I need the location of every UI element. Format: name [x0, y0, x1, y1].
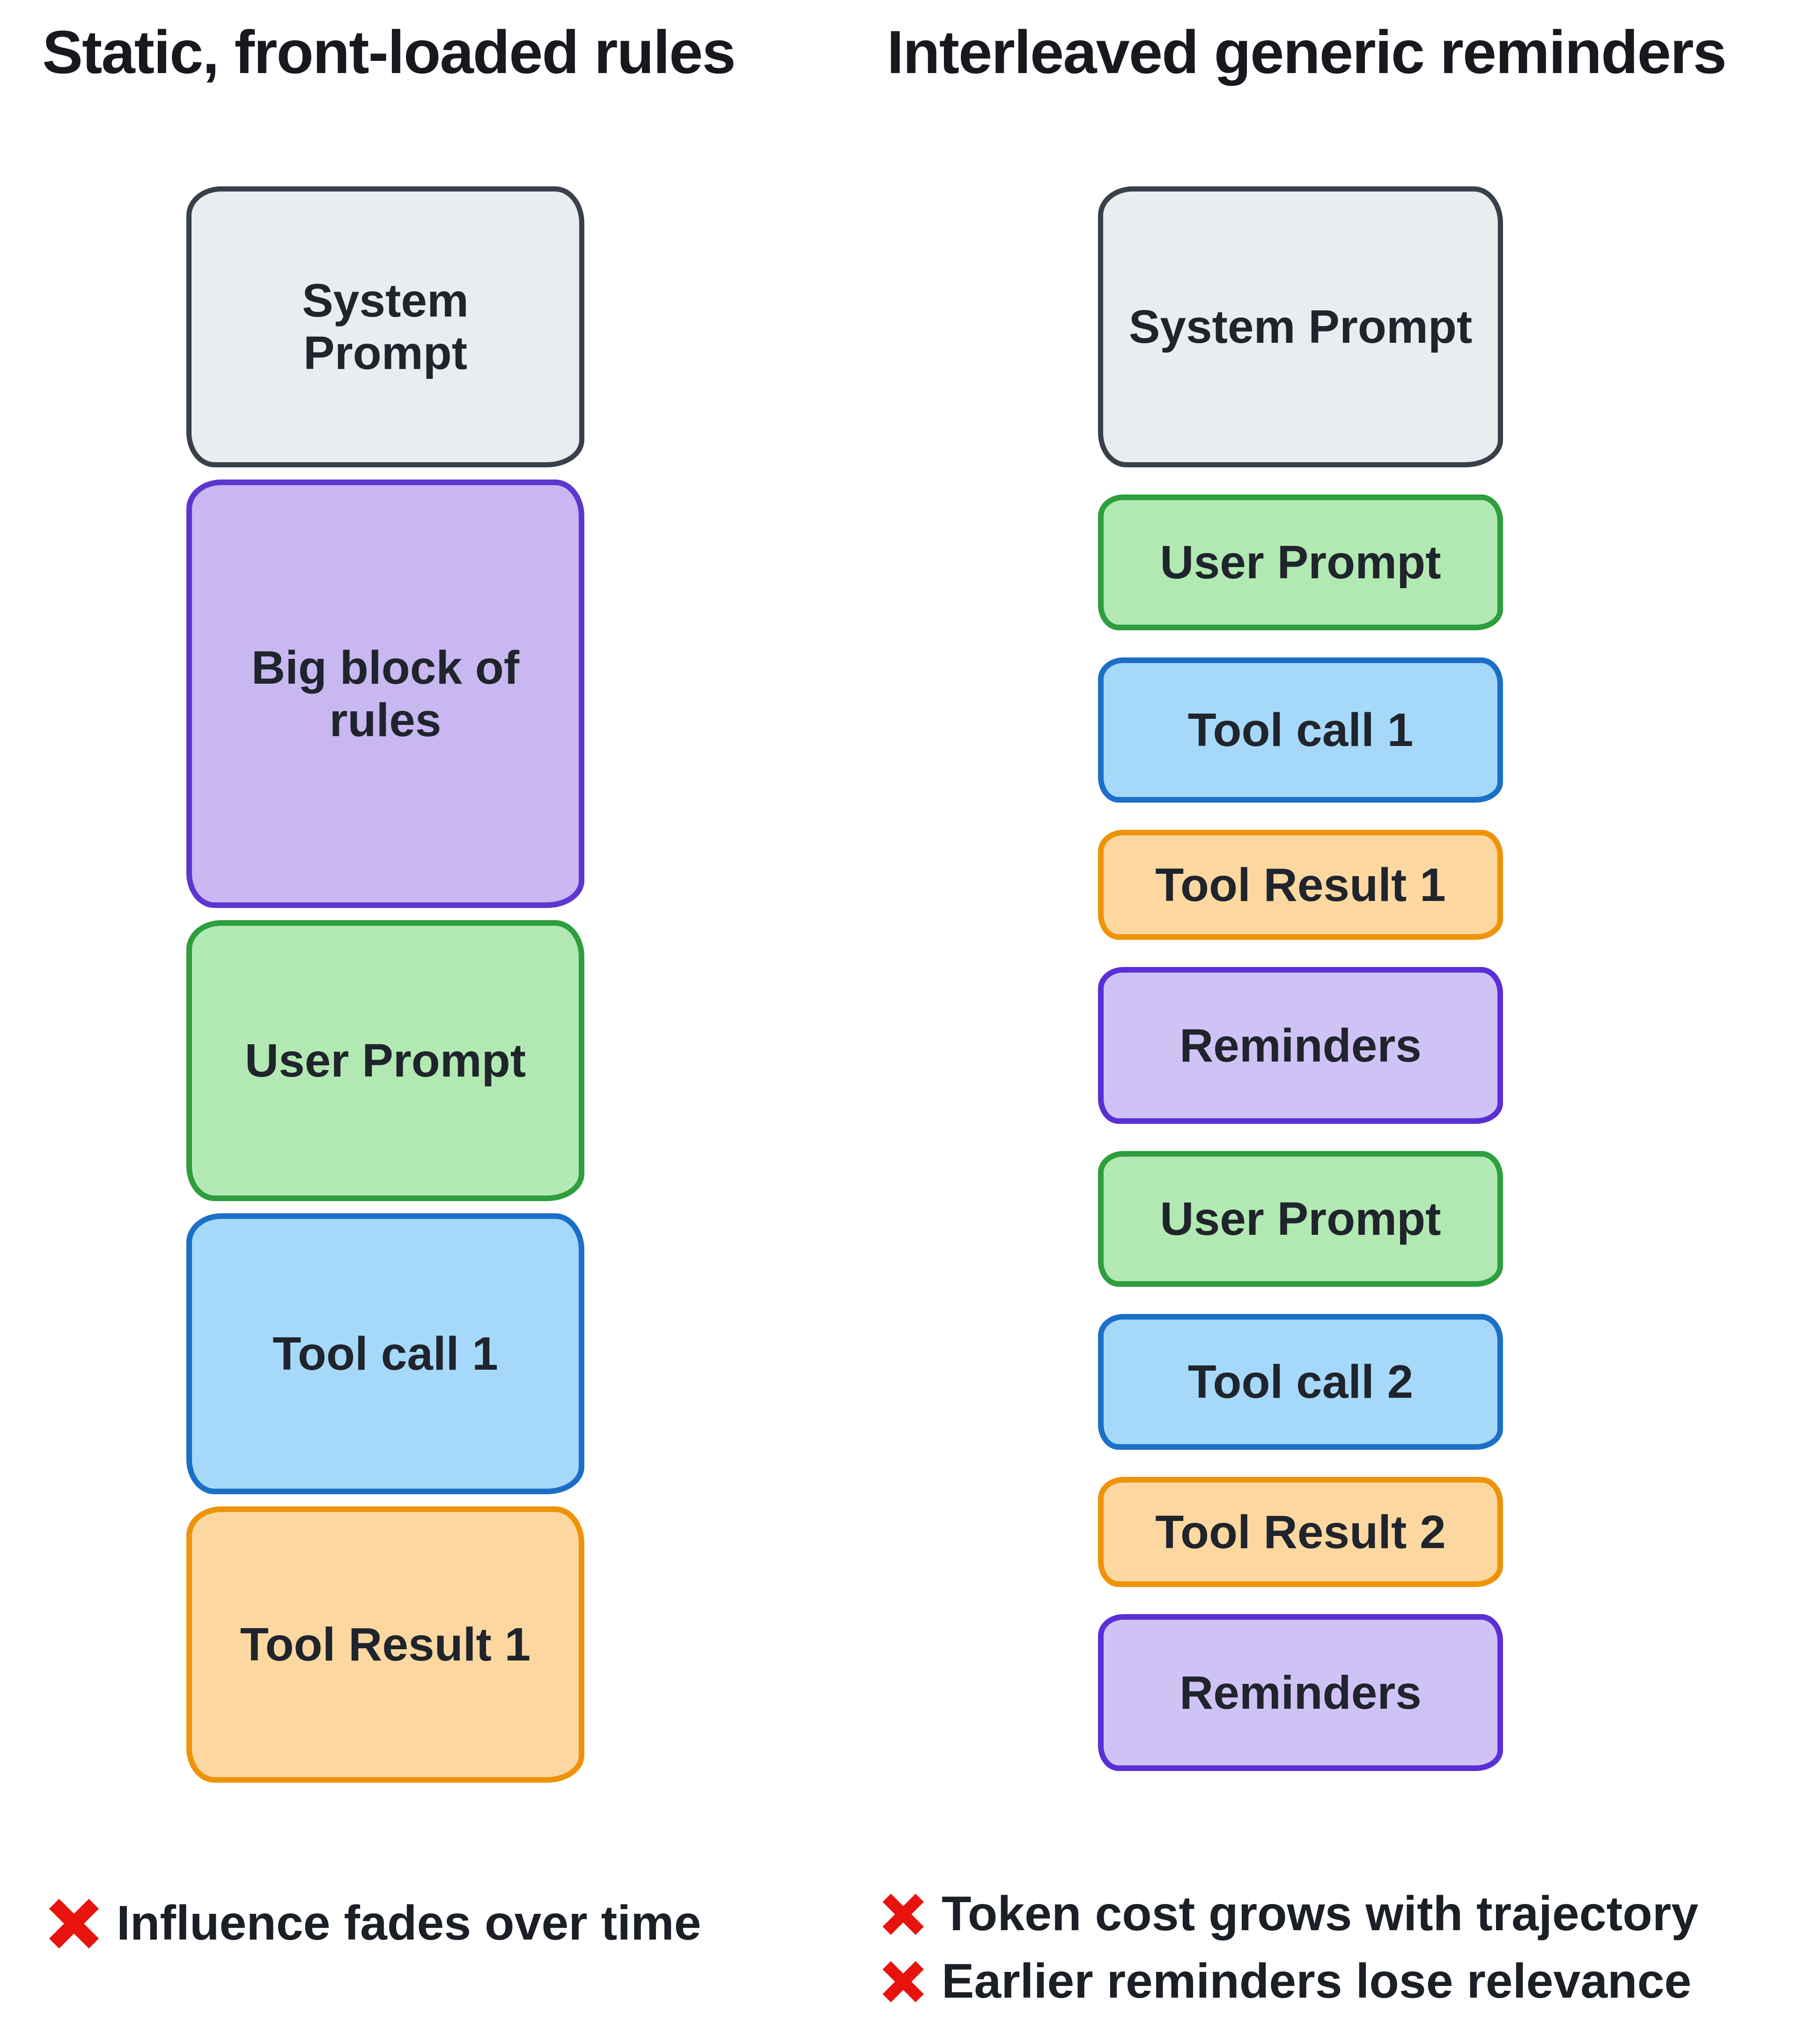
box-label: Tool Result 1 [1155, 858, 1446, 911]
right-drawback-row-1: Token cost grows with trajectory [883, 1886, 1698, 1942]
box-label: Tool call 1 [1187, 704, 1414, 756]
left-box-tool-call-1: Tool call 1 [186, 1213, 584, 1494]
right-box-system-prompt: System Prompt [1098, 186, 1503, 467]
right-box-tool-call-1: Tool call 1 [1098, 657, 1503, 803]
box-label: Big block of rules [251, 641, 520, 746]
right-box-tool-result-1: Tool Result 1 [1098, 830, 1503, 940]
drawback-text: Earlier reminders lose relevance [942, 1954, 1692, 2008]
right-box-reminders-2: Reminders [1098, 1614, 1503, 1771]
left-column: System Prompt Big block of rules User Pr… [186, 186, 584, 1783]
right-column-title: Interleaved generic reminders [887, 18, 1727, 86]
left-box-rules-block: Big block of rules [186, 480, 584, 908]
right-box-tool-result-2: Tool Result 2 [1098, 1477, 1503, 1587]
box-label: User Prompt [1160, 1193, 1441, 1245]
x-mark-icon [49, 1897, 99, 1950]
box-label: Tool Result 2 [1155, 1505, 1446, 1558]
right-drawback-row-2: Earlier reminders lose relevance [883, 1954, 1691, 2009]
box-label: Tool Result 1 [240, 1618, 531, 1671]
x-mark-icon [883, 1959, 924, 2005]
box-label: System Prompt [302, 274, 469, 379]
box-label: User Prompt [244, 1034, 526, 1087]
right-column: System Prompt User Prompt Tool call 1 To… [1098, 186, 1503, 1771]
right-box-tool-call-2: Tool call 2 [1098, 1314, 1503, 1450]
box-label: Reminders [1179, 1666, 1422, 1719]
right-box-reminders-1: Reminders [1098, 967, 1503, 1124]
drawback-text: Token cost grows with trajectory [942, 1887, 1699, 1941]
left-box-user-prompt: User Prompt [186, 920, 584, 1201]
box-label: Tool call 1 [273, 1328, 498, 1380]
box-label: Reminders [1179, 1019, 1422, 1072]
left-column-title: Static, front-loaded rules [42, 18, 736, 86]
drawback-text: Influence fades over time [117, 1896, 701, 1950]
right-box-user-prompt-1: User Prompt [1098, 494, 1503, 630]
left-box-tool-result-1: Tool Result 1 [186, 1506, 584, 1783]
box-label: System Prompt [1128, 301, 1473, 353]
x-mark-icon [883, 1891, 924, 1937]
box-label: User Prompt [1160, 536, 1441, 589]
left-box-system-prompt: System Prompt [186, 186, 584, 467]
right-box-user-prompt-2: User Prompt [1098, 1151, 1503, 1287]
left-drawback-row: Influence fades over time [49, 1896, 701, 1951]
box-label: Tool call 2 [1187, 1356, 1414, 1408]
